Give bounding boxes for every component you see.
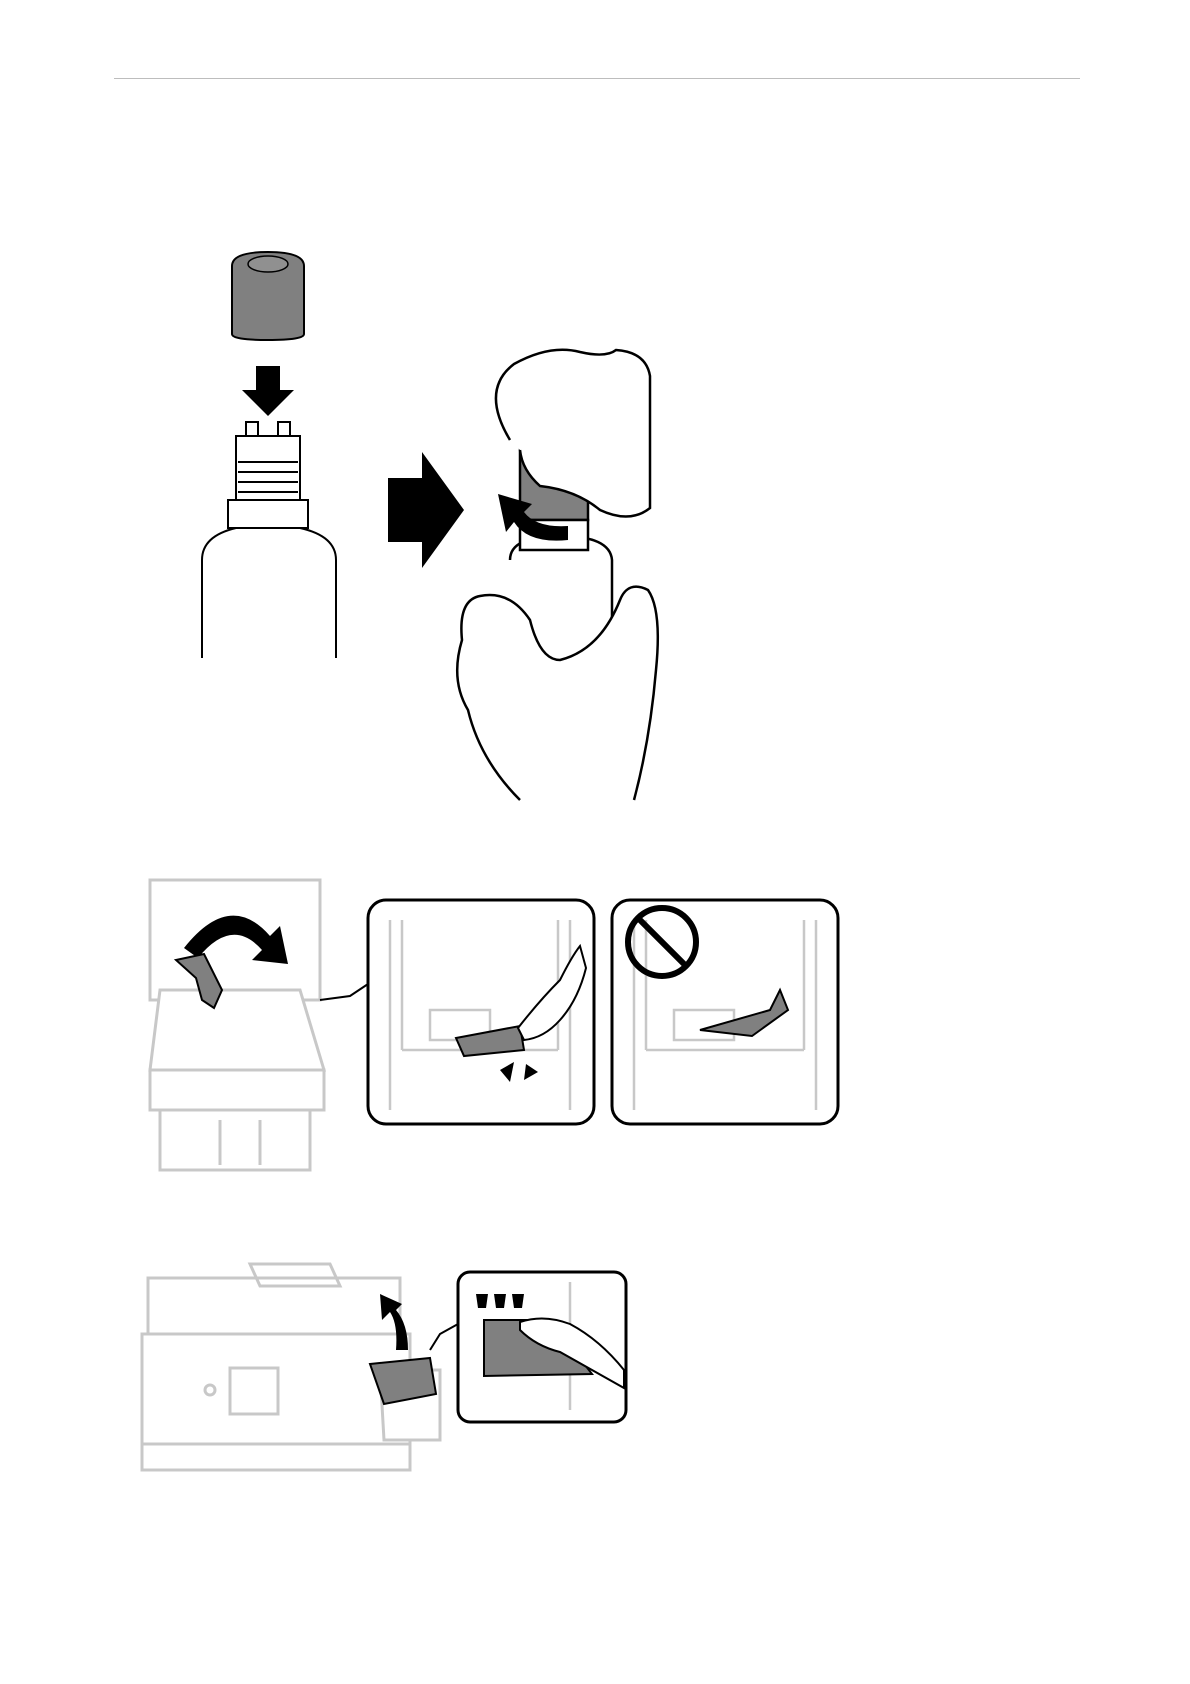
- tank-cap-closeup-icon: [368, 900, 594, 1124]
- ink-bottle-cap-icon: [232, 252, 304, 340]
- arrow-down-icon: [242, 366, 294, 416]
- hand-lifting-unit-icon: [458, 1272, 626, 1422]
- ink-bottle-icon: [202, 422, 336, 658]
- arrow-right-icon: [388, 452, 464, 568]
- bottle-cap-illustration: [180, 240, 700, 800]
- hands-twisting-cap-icon: [457, 350, 658, 800]
- lift-unit-illustration: [140, 1260, 700, 1500]
- header-rule: [114, 78, 1080, 79]
- lift-arrow-icon: [380, 1294, 408, 1350]
- printer-icon: [142, 1264, 410, 1470]
- tank-cap-wrong-icon: [612, 900, 838, 1124]
- tank-cap-illustration: [140, 860, 860, 1180]
- tank-unit-icon: [370, 1358, 440, 1440]
